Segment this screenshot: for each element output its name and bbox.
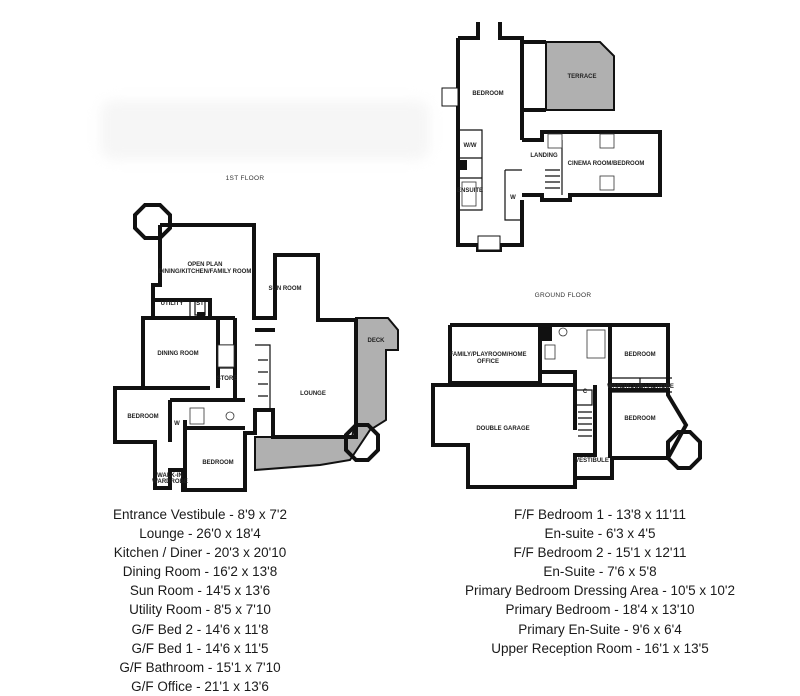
room-label-bedroom-top: BEDROOM: [472, 91, 503, 97]
dimensions-right-list: F/F Bedroom 1 - 13'8 x 11'11 En-suite - …: [420, 505, 780, 658]
room-label-bedroom-gf1: BEDROOM: [624, 352, 655, 358]
floor-plan: BEDROOM TERRACE W/W ENSUITE W LANDING CI…: [113, 22, 702, 492]
bay-window: [133, 203, 172, 240]
room-label-bedroom-gf2: BEDROOM: [624, 416, 655, 422]
room-label-landing: LANDING: [530, 153, 558, 159]
room-label-lounge: LOUNGE: [300, 391, 326, 397]
room-label-family-1: FAMILY/PLAYROOM/HOME: [450, 352, 527, 358]
shower-fixture: [544, 344, 556, 360]
shower-fixture: [189, 407, 205, 425]
room-label-bedroom-bottom: BEDROOM: [202, 460, 233, 466]
room-label-vestibule: VESTIBULE: [575, 458, 609, 464]
upper-partitions: [458, 129, 563, 221]
upper-main-walls: [456, 22, 546, 252]
right-floor-plan: FAMILY/PLAYROOM/HOME OFFICE BEDROOM WARD…: [431, 323, 702, 489]
room-label-w-top: W: [510, 195, 516, 201]
dimension-item: Sun Room - 14'5 x 13'6: [129, 583, 271, 599]
skylight: [547, 133, 563, 149]
dimension-item: G/F Office - 21'1 x 13'6: [131, 678, 269, 694]
dimension-item: Lounge - 26'0 x 18'4: [139, 526, 261, 542]
bay-window: [666, 430, 702, 470]
room-label-c: C: [583, 389, 588, 395]
room-label-bedroom-left: BEDROOM: [127, 414, 158, 420]
room-label-dining: DINING ROOM: [157, 351, 198, 357]
room-label-double-garage: DOUBLE GARAGE: [476, 426, 529, 432]
dimension-item: En-suite - 6'3 x 4'5: [544, 526, 656, 542]
left-outer-walls: [113, 223, 358, 492]
cinema-walls: [522, 130, 662, 202]
dimensions-left-list: Entrance Vestibule - 8'9 x 7'2 Lounge - …: [35, 505, 365, 696]
skylight: [599, 133, 615, 149]
floor-label-1st: 1ST FLOOR: [226, 175, 265, 182]
room-label-terrace: TERRACE: [567, 74, 596, 80]
room-label-store: STORE: [217, 376, 238, 382]
floor-label-ground: GROUND FLOOR: [535, 292, 592, 299]
room-label-deck: DECK: [367, 338, 385, 344]
fixture: [197, 312, 205, 318]
room-label-w-left: W: [174, 421, 180, 427]
dimension-item: F/F Bedroom 1 - 13'8 x 11'11: [514, 507, 686, 522]
fixture: [458, 160, 467, 170]
room-label-open-plan-1: OPEN PLAN: [187, 262, 222, 268]
toilet-fixture: [558, 327, 568, 337]
room-label-sun-room: SUN ROOM: [269, 286, 302, 292]
dimension-item: F/F Bedroom 2 - 15'1 x 12'11: [513, 545, 687, 561]
terrace-area: [545, 41, 615, 111]
dimension-item: Kitchen / Diner - 20'3 x 20'10: [113, 545, 287, 561]
room-label-ww: W/W: [464, 143, 477, 149]
right-partitions: [575, 377, 672, 437]
blurred-logo-area: [100, 100, 430, 160]
room-label-family-2: OFFICE: [477, 359, 499, 365]
dimension-item: Primary Bedroom Dressing Area - 10'5 x 1…: [464, 583, 736, 599]
left-floor-plan: OPEN PLAN DINING/KITCHEN/FAMILY ROOM UTI…: [113, 203, 399, 492]
room-label-utility: UTILITY: [161, 301, 184, 307]
bath-fixture: [217, 344, 235, 368]
room-label-ensuite: ENSUITE: [457, 188, 483, 194]
dimension-item: Entrance Vestibule - 8'9 x 7'2: [112, 507, 287, 522]
upper-floor-plan: BEDROOM TERRACE W/W ENSUITE W LANDING CI…: [441, 22, 662, 252]
dimension-item: Primary Bedroom - 18'4 x 13'10: [505, 602, 695, 618]
dimension-item: G/F Bed 2 - 14'6 x 11'8: [131, 621, 269, 637]
dimension-item: G/F Bed 1 - 14'6 x 11'5: [131, 640, 269, 656]
room-label-open-plan-2: DINING/KITCHEN/FAMILY ROOM: [159, 269, 252, 275]
room-label-cinema: CINEMA ROOM/BEDROOM: [568, 161, 645, 167]
room-label-wardrobe1: WARDROBE: [607, 384, 643, 390]
window: [477, 235, 501, 251]
dimension-item: Utility Room - 8'5 x 7'10: [129, 602, 271, 618]
stairs: [545, 169, 560, 189]
toilet-fixture: [225, 411, 235, 421]
room-label-wardrobe2: WARDROBE: [638, 384, 674, 390]
room-label-walkin-1: WALK-IN: [157, 473, 183, 479]
bath-fixture: [461, 181, 477, 207]
dimension-item: Primary En-Suite - 9'6 x 6'4: [518, 621, 682, 637]
right-inner-walls: [433, 325, 612, 478]
dimension-item: Upper Reception Room - 16'1 x 13'5: [491, 640, 709, 656]
window: [441, 87, 459, 107]
dimension-item: Dining Room - 16'2 x 13'8: [122, 564, 278, 580]
fixture: [542, 327, 552, 341]
room-label-st: ST: [196, 301, 204, 307]
bay-window: [344, 423, 380, 462]
right-outer-walls: [431, 323, 689, 489]
room-label-walkin-2: WARDROBE: [152, 479, 188, 485]
dimension-item: En-Suite - 7'6 x 5'8: [543, 564, 657, 580]
bath-fixture: [586, 329, 606, 359]
skylight: [599, 175, 615, 191]
dimension-item: G/F Bathroom - 15'1 x 7'10: [119, 659, 281, 675]
